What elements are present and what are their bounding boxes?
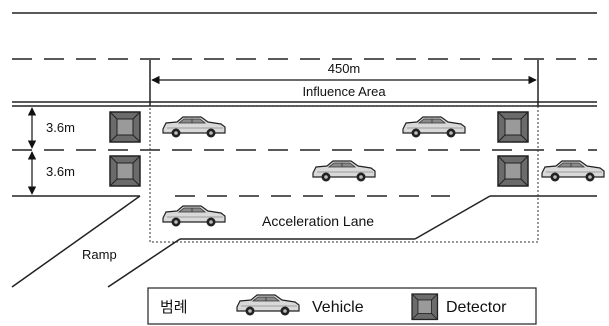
ramp-edge-right [107,238,181,288]
legend-detector-label: Detector [446,299,507,316]
legend-title: 범례 [160,299,188,316]
detector-icon [109,111,141,143]
detector-icon [411,293,439,321]
car-icon [162,205,226,228]
detector-icon [497,155,529,187]
detector-icon [497,111,529,143]
lane-width-top-label: 3.6m [46,120,75,135]
influence-area-label: Influence Area [302,84,386,99]
legend-vehicle-label: Vehicle [312,299,364,316]
car-icon [402,116,466,139]
legend-box [147,287,537,325]
ramp-label: Ramp [82,247,117,262]
influence-area-box [149,105,539,243]
car-icon [162,116,226,139]
acceleration-lane-label: Acceleration Lane [262,213,374,229]
length-label: 450m [328,61,361,76]
lane-width-bottom-label: 3.6m [46,164,75,179]
ramp-edge-left [11,195,141,288]
acceleration-lane-taper [414,195,491,240]
car-icon [312,160,376,183]
detector-icon [109,155,141,187]
car-icon [541,160,605,183]
